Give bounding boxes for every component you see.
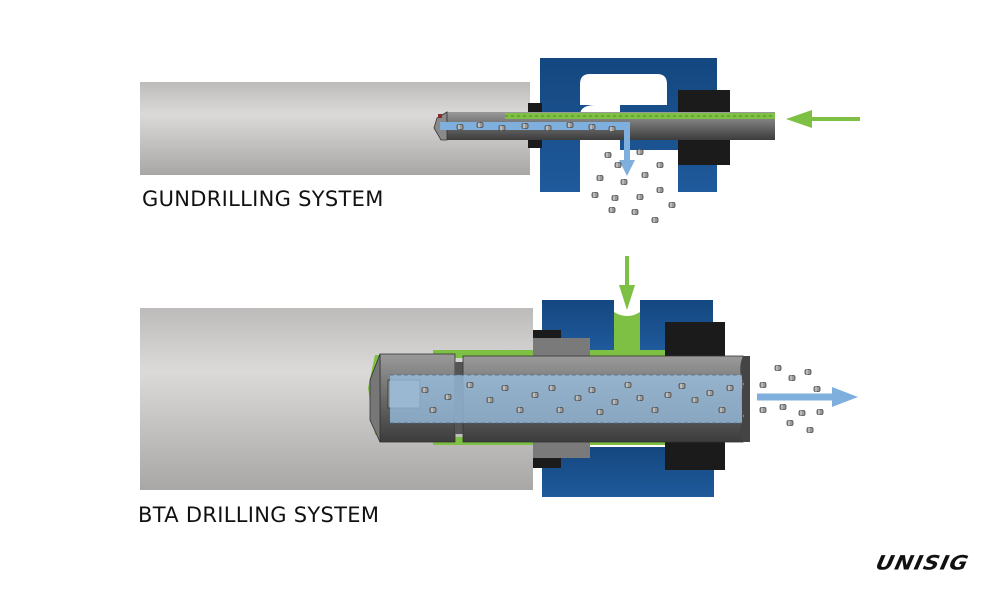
seal [665, 322, 725, 360]
coolant-inlet [614, 312, 640, 355]
coolant-inlet-arrow [619, 285, 635, 310]
bush [533, 338, 590, 356]
bta-drilling-system [140, 256, 858, 497]
chip-flow-arrow [619, 160, 635, 176]
chip-flow-channel [390, 375, 742, 423]
gundrilling-title: GUNDRILLING SYSTEM [142, 187, 384, 211]
chip-outlet-arrow [832, 387, 858, 407]
unisig-logo: UNISIG [873, 552, 971, 575]
chip-flow-channel [440, 122, 630, 130]
bush [533, 440, 590, 458]
coolant-inlet-arrow [786, 110, 812, 128]
bta-title: BTA DRILLING SYSTEM [138, 503, 380, 527]
gundrilling-system [140, 58, 860, 223]
